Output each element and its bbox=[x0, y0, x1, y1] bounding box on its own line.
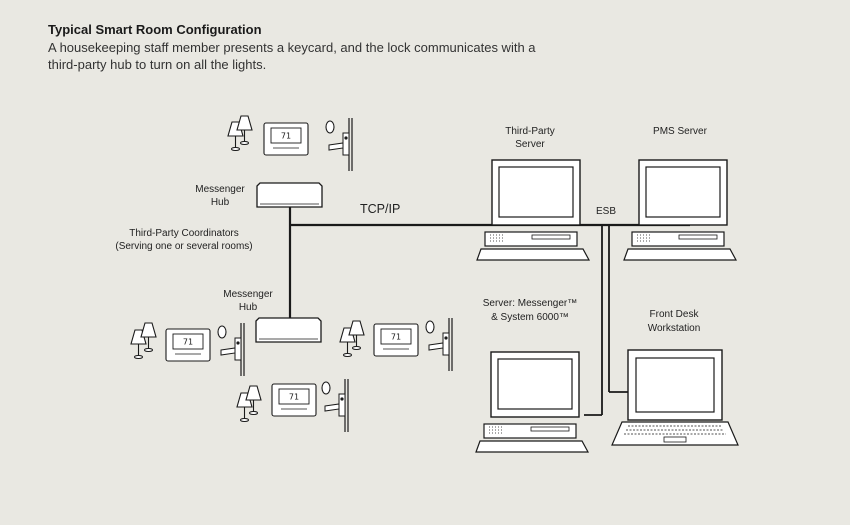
door-lock-icon bbox=[425, 317, 453, 372]
front-desk-laptop-icon bbox=[611, 349, 739, 446]
lamp-icon bbox=[140, 322, 157, 353]
network-lines bbox=[288, 207, 690, 416]
tcpip-label: TCP/IP bbox=[360, 202, 400, 216]
front-desk-label-1: Front Desk bbox=[650, 309, 700, 320]
lamp-icon bbox=[245, 385, 262, 416]
door-lock-icon bbox=[325, 117, 353, 172]
front-desk-label-2: Workstation bbox=[648, 323, 701, 334]
third-party-server-label-2: Server bbox=[515, 139, 545, 150]
messenger-server-icon bbox=[475, 351, 589, 453]
messenger-server-label-1: Server: Messenger™ bbox=[483, 298, 577, 309]
door-lock-icon bbox=[321, 378, 349, 433]
hub-mid-label-2: Hub bbox=[239, 302, 258, 313]
hub-top-label-2: Hub bbox=[211, 197, 230, 208]
pms-server-label: PMS Server bbox=[653, 126, 708, 137]
messenger-hub-top-icon bbox=[256, 182, 323, 208]
page-title: Typical Smart Room Configuration bbox=[48, 22, 262, 37]
hub-mid-label-1: Messenger bbox=[223, 289, 273, 300]
coordinators-label-2: (Serving one or several rooms) bbox=[115, 241, 252, 252]
third-party-server-label-1: Third-Party bbox=[505, 126, 554, 137]
messenger-server-label-2: & System 6000™ bbox=[491, 312, 569, 323]
thermostat-icon bbox=[165, 328, 211, 362]
bottom-room-devices bbox=[236, 378, 349, 433]
lamp-icon bbox=[348, 320, 365, 351]
lamp-icon bbox=[236, 115, 253, 146]
hub-top-label-1: Messenger bbox=[195, 184, 245, 195]
thermostat-icon bbox=[271, 383, 317, 417]
left-room-devices bbox=[130, 322, 245, 377]
esb-label: ESB bbox=[596, 206, 616, 217]
page-subtitle: A housekeeping staff member presents a k… bbox=[48, 40, 536, 72]
thermostat-icon bbox=[373, 323, 419, 357]
messenger-hub-mid-icon bbox=[255, 317, 322, 343]
pms-server-icon bbox=[623, 159, 737, 261]
right-room-devices bbox=[339, 317, 453, 372]
top-room-devices bbox=[227, 115, 353, 172]
thermostat-icon bbox=[263, 122, 309, 156]
third-party-server-icon bbox=[476, 159, 590, 261]
door-lock-icon bbox=[217, 322, 245, 377]
coordinators-label-1: Third-Party Coordinators bbox=[129, 228, 238, 239]
